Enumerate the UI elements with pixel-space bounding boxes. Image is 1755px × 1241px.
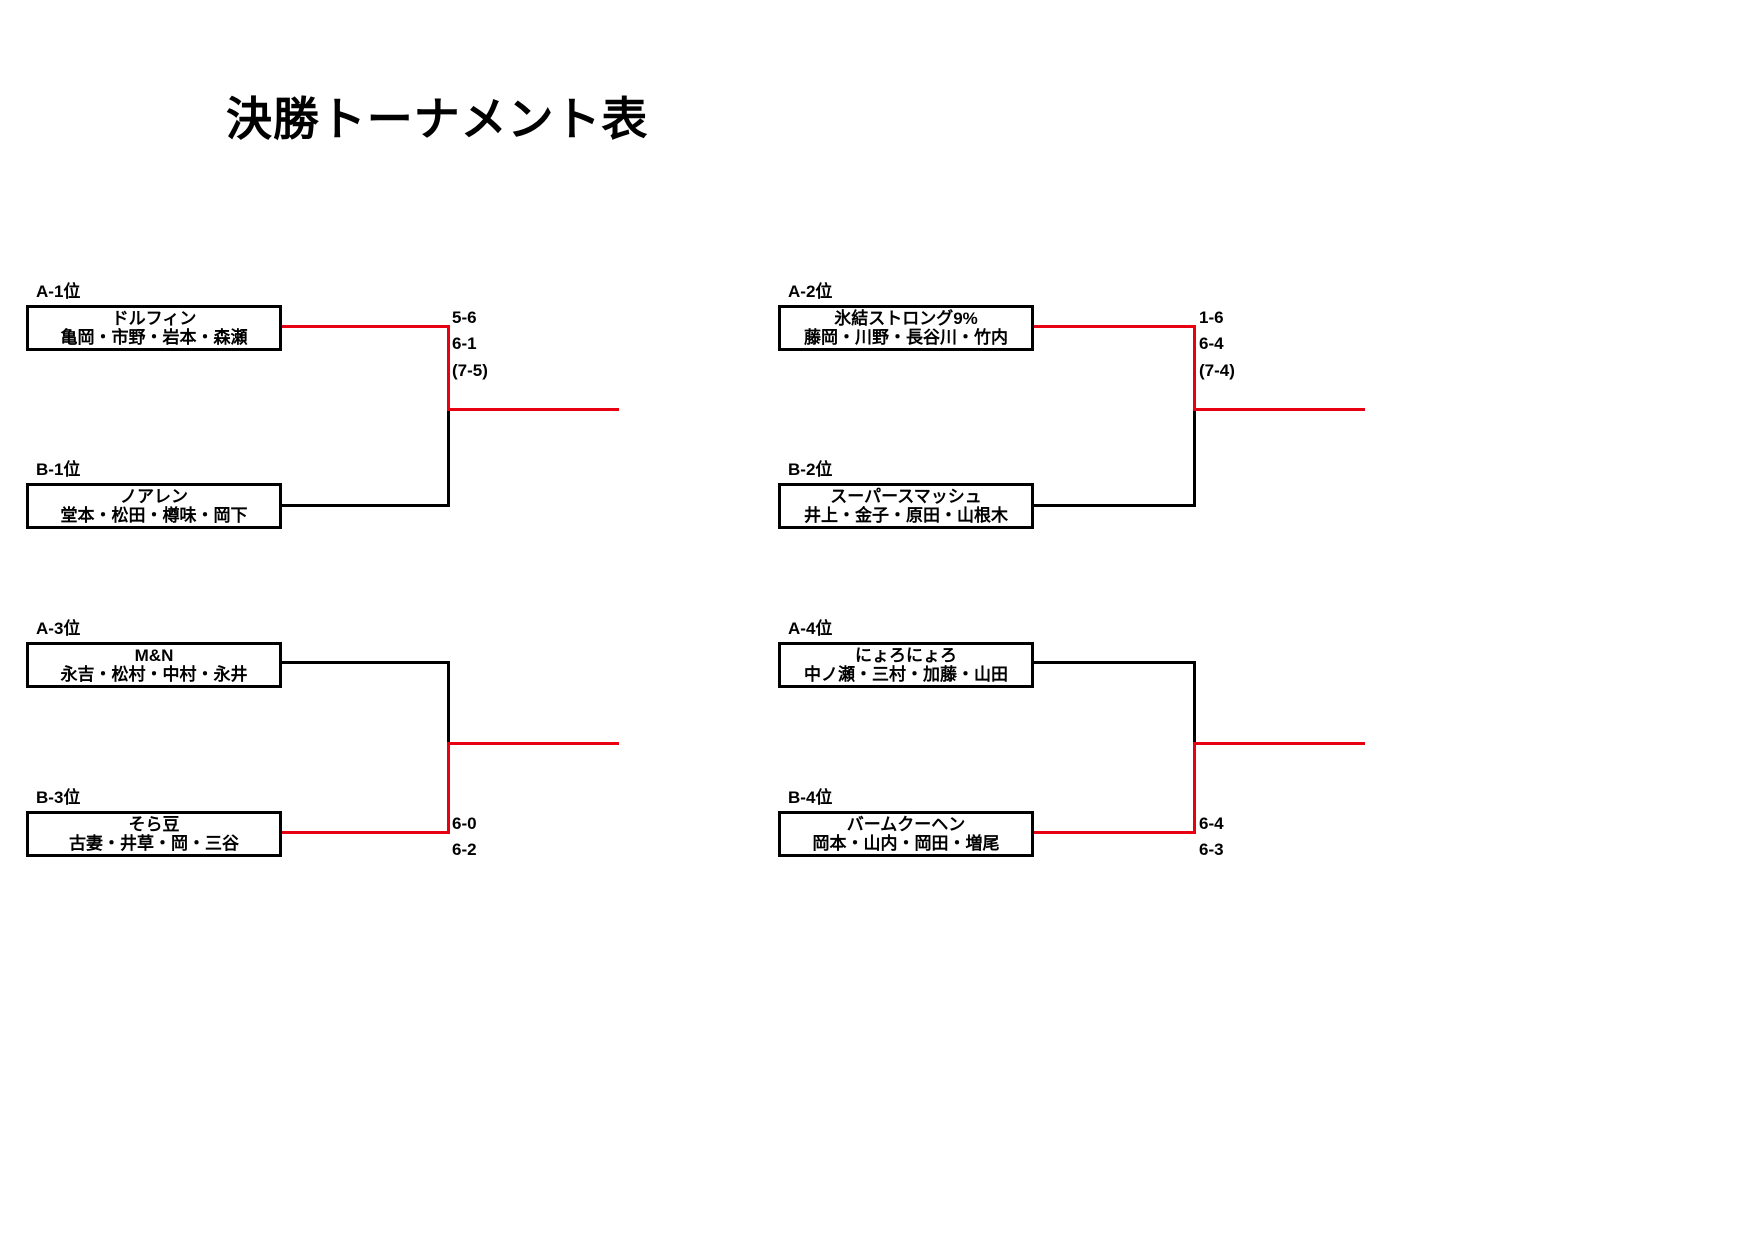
team-name-a1: ドルフィン bbox=[111, 308, 197, 328]
bracket-line-a2-vertical bbox=[1193, 325, 1196, 411]
bracket-line-a3-vertical bbox=[447, 661, 450, 745]
seed-label-a2: A-2位 bbox=[788, 282, 833, 301]
score-block-bottom-right: 6-4 6-3 bbox=[1199, 811, 1224, 864]
seed-label-b3: B-3位 bbox=[36, 788, 81, 807]
score-set-2: 6-3 bbox=[1199, 840, 1224, 860]
team-box-b2[interactable]: スーパースマッシュ 井上・金子・原田・山根木 bbox=[778, 483, 1034, 529]
bracket-line-bottom-right-advance bbox=[1193, 742, 1365, 745]
bracket-line-a3-horizontal bbox=[282, 661, 450, 664]
team-box-a2[interactable]: 氷結ストロング9% 藤岡・川野・長谷川・竹内 bbox=[778, 305, 1034, 351]
team-members-b4: 岡本・山内・岡田・増尾 bbox=[812, 834, 1000, 853]
bracket-line-b1-horizontal bbox=[282, 504, 450, 507]
team-box-b1[interactable]: ノアレン 堂本・松田・樽味・岡下 bbox=[26, 483, 282, 529]
score-set-2: 6-4 bbox=[1199, 334, 1224, 354]
team-box-a1[interactable]: ドルフィン 亀岡・市野・岩本・森瀬 bbox=[26, 305, 282, 351]
team-members-a3: 永吉・松村・中村・永井 bbox=[60, 665, 248, 684]
bracket-line-top-right-advance bbox=[1193, 408, 1365, 411]
score-set-1: 1-6 bbox=[1199, 308, 1224, 327]
seed-label-b2: B-2位 bbox=[788, 460, 833, 479]
bracket-line-b3-horizontal bbox=[282, 831, 450, 834]
score-set-1: 6-0 bbox=[452, 814, 477, 833]
seed-label-a4: A-4位 bbox=[788, 619, 833, 638]
team-box-b3[interactable]: そら豆 古妻・井草・岡・三谷 bbox=[26, 811, 282, 857]
team-name-b3: そら豆 bbox=[128, 814, 180, 834]
bracket-line-b2-vertical bbox=[1193, 409, 1196, 507]
bracket-line-b4-vertical bbox=[1193, 743, 1196, 834]
team-members-b1: 堂本・松田・樽味・岡下 bbox=[60, 506, 248, 525]
team-members-b2: 井上・金子・原田・山根木 bbox=[804, 506, 1008, 525]
score-tiebreak: (7-5) bbox=[452, 360, 488, 380]
bracket-line-b4-horizontal bbox=[1034, 831, 1196, 834]
bracket-line-top-left-advance bbox=[447, 408, 619, 411]
bracket-line-a1-horizontal bbox=[282, 325, 450, 328]
team-members-a2: 藤岡・川野・長谷川・竹内 bbox=[804, 328, 1008, 347]
team-name-a4: にょろにょろ bbox=[855, 645, 957, 665]
score-set-2: 6-2 bbox=[452, 840, 477, 860]
team-members-b3: 古妻・井草・岡・三谷 bbox=[69, 834, 239, 853]
bracket-line-a1-vertical bbox=[447, 325, 450, 411]
team-members-a1: 亀岡・市野・岩本・森瀬 bbox=[60, 328, 248, 347]
seed-label-b1: B-1位 bbox=[36, 460, 81, 479]
team-members-a4: 中ノ瀬・三村・加藤・山田 bbox=[804, 665, 1008, 684]
bracket-line-bottom-left-advance bbox=[447, 742, 619, 745]
bracket-line-b1-vertical bbox=[447, 409, 450, 507]
seed-label-a3: A-3位 bbox=[36, 619, 81, 638]
bracket-line-a4-vertical bbox=[1193, 661, 1196, 745]
bracket-line-b2-horizontal bbox=[1034, 504, 1196, 507]
score-block-top-left: 5-6 6-1 (7-5) bbox=[452, 305, 488, 384]
seed-label-b4: B-4位 bbox=[788, 788, 833, 807]
score-tiebreak: (7-4) bbox=[1199, 360, 1235, 380]
team-name-b2: スーパースマッシュ bbox=[830, 486, 982, 506]
page-title: 決勝トーナメント表 bbox=[226, 93, 649, 145]
score-set-1: 6-4 bbox=[1199, 814, 1224, 833]
team-box-a3[interactable]: M&N 永吉・松村・中村・永井 bbox=[26, 642, 282, 688]
score-block-bottom-left: 6-0 6-2 bbox=[452, 811, 477, 864]
seed-label-a1: A-1位 bbox=[36, 282, 81, 301]
team-box-a4[interactable]: にょろにょろ 中ノ瀬・三村・加藤・山田 bbox=[778, 642, 1034, 688]
team-box-b4[interactable]: バームクーヘン 岡本・山内・岡田・増尾 bbox=[778, 811, 1034, 857]
score-set-2: 6-1 bbox=[452, 334, 477, 354]
team-name-b4: バームクーヘン bbox=[846, 814, 966, 834]
score-block-top-right: 1-6 6-4 (7-4) bbox=[1199, 305, 1235, 384]
bracket-line-b3-vertical bbox=[447, 743, 450, 834]
bracket-line-a4-horizontal bbox=[1034, 661, 1196, 664]
bracket-line-a2-horizontal bbox=[1034, 325, 1196, 328]
team-name-a2: 氷結ストロング9% bbox=[834, 308, 978, 328]
team-name-a3: M&N bbox=[134, 645, 174, 665]
score-set-1: 5-6 bbox=[452, 308, 477, 327]
team-name-b1: ノアレン bbox=[120, 486, 188, 506]
